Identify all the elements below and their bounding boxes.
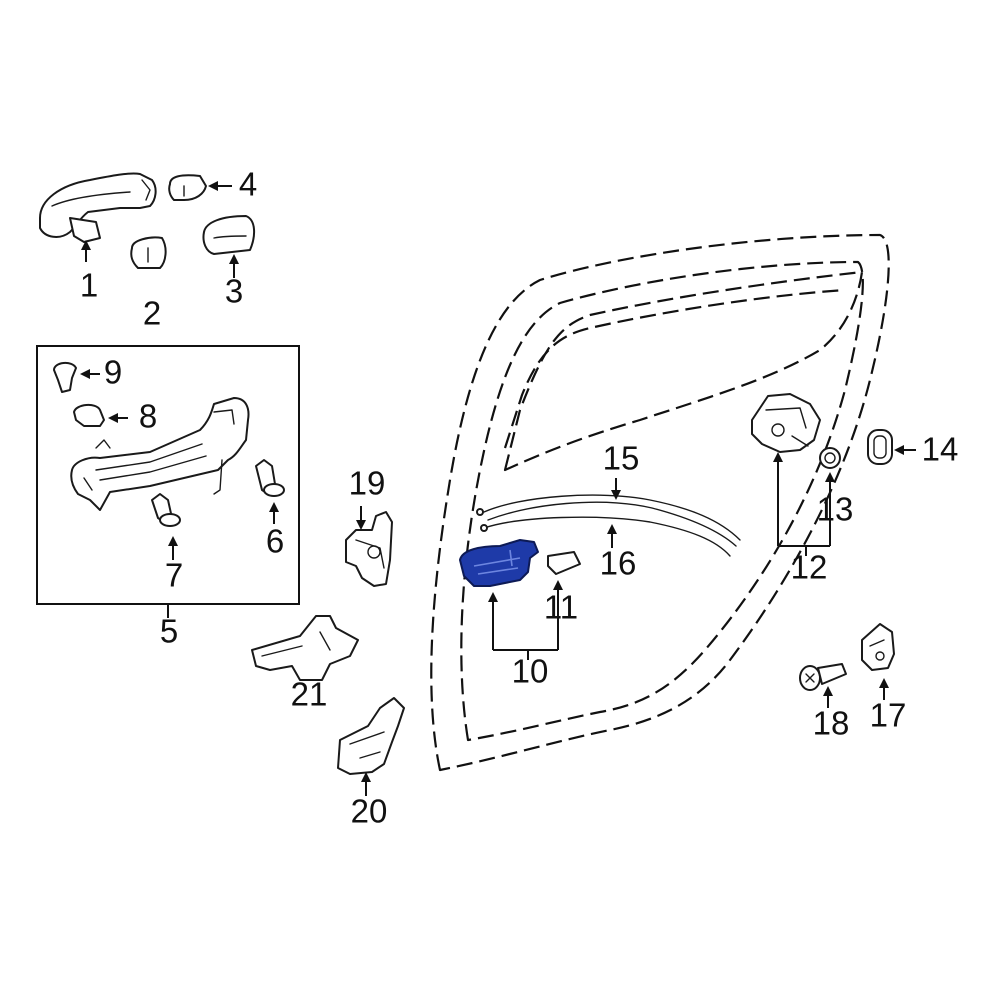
part-18-leader [823, 686, 833, 708]
part-6-leader [269, 502, 279, 524]
part-8-label: 8 [139, 398, 157, 435]
part-1-label: 1 [80, 267, 98, 304]
part-7-leader [168, 536, 178, 560]
part-14-label: 14 [922, 431, 959, 468]
part-20-leader [361, 772, 371, 796]
part-4-leader [208, 181, 232, 191]
grommet-13 [819, 447, 841, 469]
part-5-label: 5 [160, 613, 178, 650]
seal-14 [867, 429, 893, 465]
part-18-label: 18 [813, 705, 850, 742]
screw-6 [255, 459, 285, 497]
part-7-label: 7 [165, 557, 183, 594]
part-16-label: 16 [600, 545, 637, 582]
inside-handle-highlighted [459, 539, 539, 587]
part-19-leader [356, 506, 366, 530]
part-11-label: 11 [544, 589, 578, 626]
part-2-label: 2 [143, 295, 161, 332]
small-cap [168, 174, 207, 201]
door-lock-actuator [751, 393, 821, 453]
part-9-leader [80, 369, 100, 379]
door-hinge-lower [337, 697, 405, 775]
part-3-leader [229, 254, 239, 278]
screw-7 [151, 493, 181, 527]
part-12-13-leaders [773, 452, 835, 556]
latch-bracket [345, 511, 393, 587]
part-16-leader [607, 524, 617, 548]
part-13-label: 13 [817, 491, 854, 528]
part-15-label: 15 [603, 440, 640, 477]
part-15-leader [611, 478, 621, 500]
door-cables [476, 494, 741, 557]
door-striker [861, 623, 895, 671]
small-pin [53, 362, 77, 393]
part-20-label: 20 [351, 793, 388, 830]
part-6-label: 6 [266, 523, 284, 560]
part-17-label: 17 [870, 697, 907, 734]
part-19-label: 19 [349, 465, 386, 502]
part-1-leader [81, 240, 91, 262]
part-12-label: 12 [791, 549, 828, 586]
part-8-leader [108, 413, 128, 423]
handle-cap [130, 236, 167, 269]
part-21-label: 21 [291, 676, 328, 713]
part-4-label: 4 [239, 166, 257, 203]
part-17-leader [879, 678, 889, 700]
door-outline [430, 233, 890, 772]
screw-18 [799, 663, 847, 691]
small-grommet [73, 404, 105, 427]
handle-frame [70, 397, 250, 511]
bezel-cap [547, 551, 581, 575]
part-9-label: 9 [104, 354, 122, 391]
part-3-label: 3 [225, 273, 243, 310]
part-10-label: 10 [512, 653, 549, 690]
cover-part [202, 215, 256, 255]
outside-handle [39, 172, 157, 243]
part-10-11-bracket [488, 580, 563, 660]
part-14-leader [894, 445, 916, 455]
door-hinge-upper [251, 615, 359, 681]
